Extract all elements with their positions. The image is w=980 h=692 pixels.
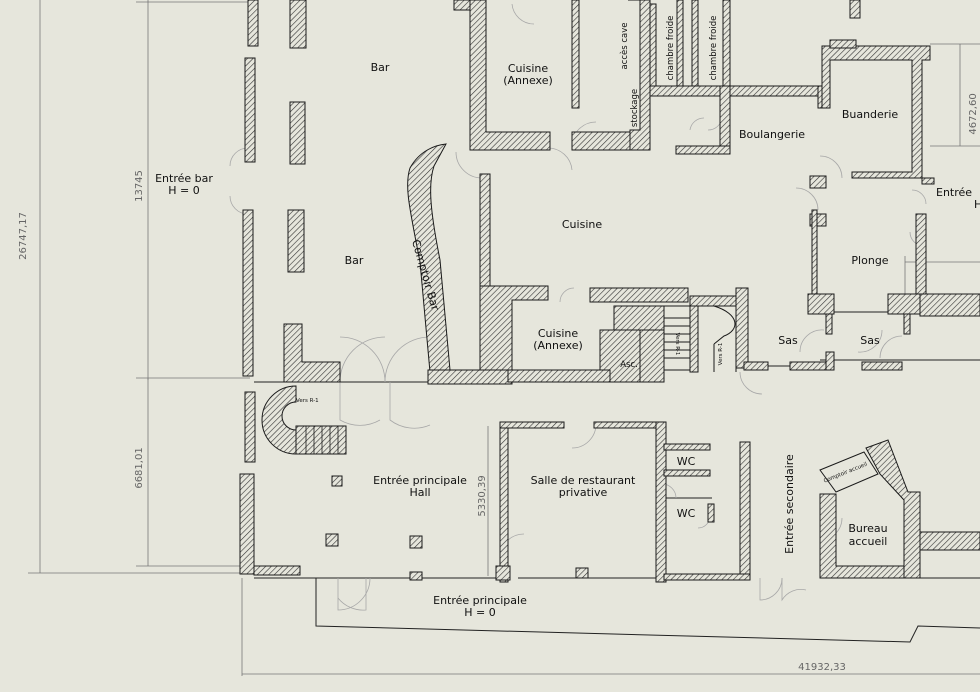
label-entree-right-2: H	[974, 198, 980, 211]
label-bureau-1: Bureau	[848, 522, 887, 535]
dim-right-height: 4672,60	[968, 93, 979, 134]
label-vers-r1-left: Vers R-1	[674, 333, 680, 356]
label-vers-r1-right: Vers R-1	[718, 343, 724, 366]
label-entree-bar-2: H = 0	[168, 184, 199, 197]
label-cuisine-annexe-mid-1: Cuisine	[538, 327, 578, 340]
label-acces-cave: accès cave	[619, 22, 630, 69]
label-wc-1: WC	[677, 455, 696, 468]
dim-hall-height: 6681,01	[134, 447, 145, 488]
stair-treads	[305, 426, 339, 454]
label-chambre-froide-1: chambre froide	[666, 16, 676, 81]
label-sas-1: Sas	[778, 334, 798, 347]
comptoir-accueil-outline	[819, 451, 879, 493]
label-wc-2: WC	[677, 507, 696, 520]
label-sas-2: Sas	[860, 334, 880, 347]
label-bar-mid: Bar	[345, 254, 364, 267]
label-entree-principale-2: H = 0	[464, 606, 495, 619]
label-cuisine-annexe-top-2: (Annexe)	[503, 74, 553, 87]
dim-total-width: 41932,33	[798, 662, 846, 673]
label-entree-secondaire: Entrée secondaire	[783, 454, 796, 554]
label-cuisine-annexe-mid-2: (Annexe)	[533, 339, 583, 352]
label-cuisine-annexe-top-1: Cuisine	[508, 62, 548, 75]
label-escalier-small: Vers R-1	[296, 398, 319, 404]
label-buanderie: Buanderie	[842, 108, 899, 121]
label-entree-right-1: Entrée	[936, 186, 972, 199]
room-labels: Bar Bar Cuisine (Annexe) accès cave stoc…	[155, 16, 980, 619]
dim-salle-height: 5330,39	[477, 475, 488, 516]
label-entree-bar-1: Entrée bar	[155, 172, 213, 185]
label-salle-1: Salle de restaurant	[531, 474, 636, 487]
label-boulangerie: Boulangerie	[739, 128, 805, 141]
label-stockage: stockage	[630, 89, 640, 127]
dim-bar-height: 13745	[134, 170, 145, 202]
label-asc: Asc.	[620, 360, 638, 370]
stair-small	[663, 305, 737, 372]
label-plonge: Plonge	[851, 254, 888, 267]
label-hall-1: Entrée principale	[373, 474, 467, 487]
walls	[239, 0, 980, 583]
label-entree-principale-1: Entrée principale	[433, 594, 527, 607]
label-hall-2: Hall	[409, 486, 430, 499]
dimension-lines	[28, 0, 980, 676]
stair-spiral	[261, 385, 347, 455]
label-bar-top: Bar	[371, 61, 390, 74]
label-bureau-2: accueil	[849, 535, 888, 548]
dimension-texts: 26747,17 13745 6681,01 4672,60 5330,39 4…	[18, 93, 979, 673]
label-cuisine: Cuisine	[562, 218, 602, 231]
label-salle-2: privative	[559, 486, 608, 499]
label-chambre-froide-2: chambre froide	[709, 16, 719, 81]
dim-total-height: 26747,17	[18, 212, 29, 260]
